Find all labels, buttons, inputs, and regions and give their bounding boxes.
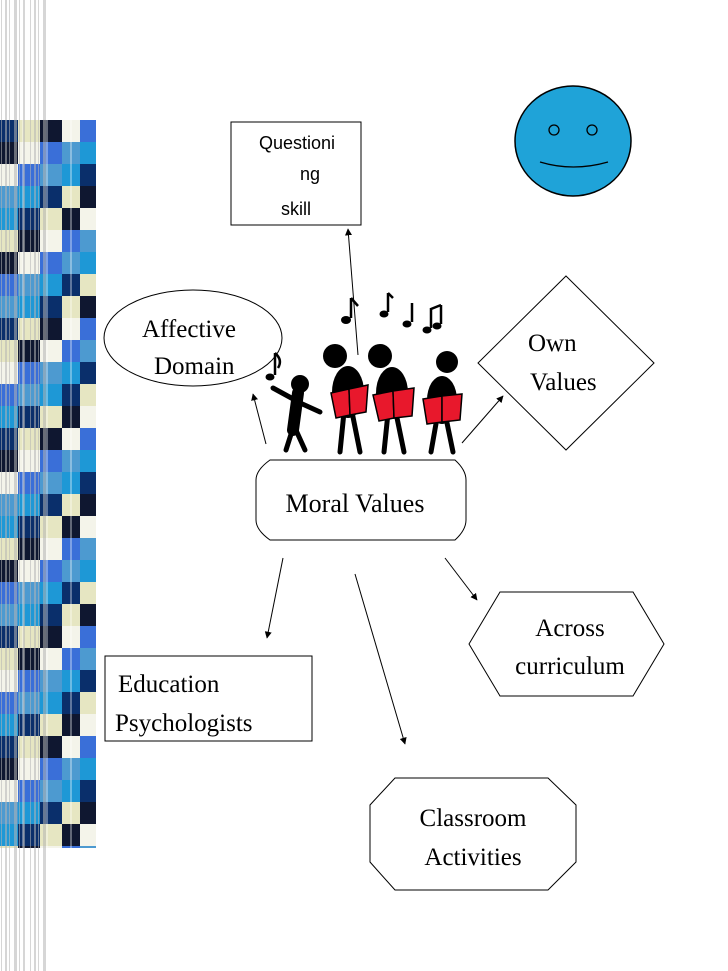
music-notes-icon	[265, 292, 443, 381]
questioning-label-3: skill	[281, 199, 311, 219]
affective-domain-node: Affective Domain	[103, 289, 283, 387]
affective-label-1: Affective	[142, 316, 236, 343]
arrow-to-education	[264, 557, 284, 639]
moral-values-node: Moral Values	[255, 459, 467, 541]
questioning-label-2: ng	[300, 164, 320, 184]
connector-arrows	[251, 228, 504, 745]
across-curriculum-node: Across curriculum	[468, 591, 665, 697]
questioning-label-1: Questioni	[259, 133, 335, 153]
classroom-activities-node: Classroom Activities	[369, 777, 577, 891]
education-label-2: Psychologists	[115, 710, 253, 737]
barcode-decoration	[1, 0, 46, 971]
education-psychologists-node: Education Psychologists	[104, 655, 313, 742]
education-label-1: Education	[118, 671, 220, 698]
arrow-to-classroom	[354, 573, 407, 745]
choir-singers-clipart	[265, 292, 463, 455]
questioning-skill-node: Questioni ng skill	[230, 121, 362, 226]
moral-values-label: Moral Values	[286, 489, 425, 518]
classroom-label-1: Classroom	[420, 805, 528, 832]
own-values-label-2: Values	[530, 369, 597, 396]
smiley-face-icon	[514, 85, 632, 197]
own-values-label-1: Own	[528, 330, 577, 357]
classroom-label-2: Activities	[424, 844, 521, 871]
own-values-node: Own Values	[477, 275, 655, 451]
arrow-to-own-values	[461, 395, 504, 444]
arrow-to-affective	[251, 393, 267, 445]
across-label-1: Across	[535, 615, 604, 642]
across-label-2: curriculum	[515, 653, 625, 680]
affective-label-2: Domain	[154, 353, 235, 380]
arrow-to-across	[444, 557, 478, 601]
arrow-to-questioning	[345, 228, 359, 356]
